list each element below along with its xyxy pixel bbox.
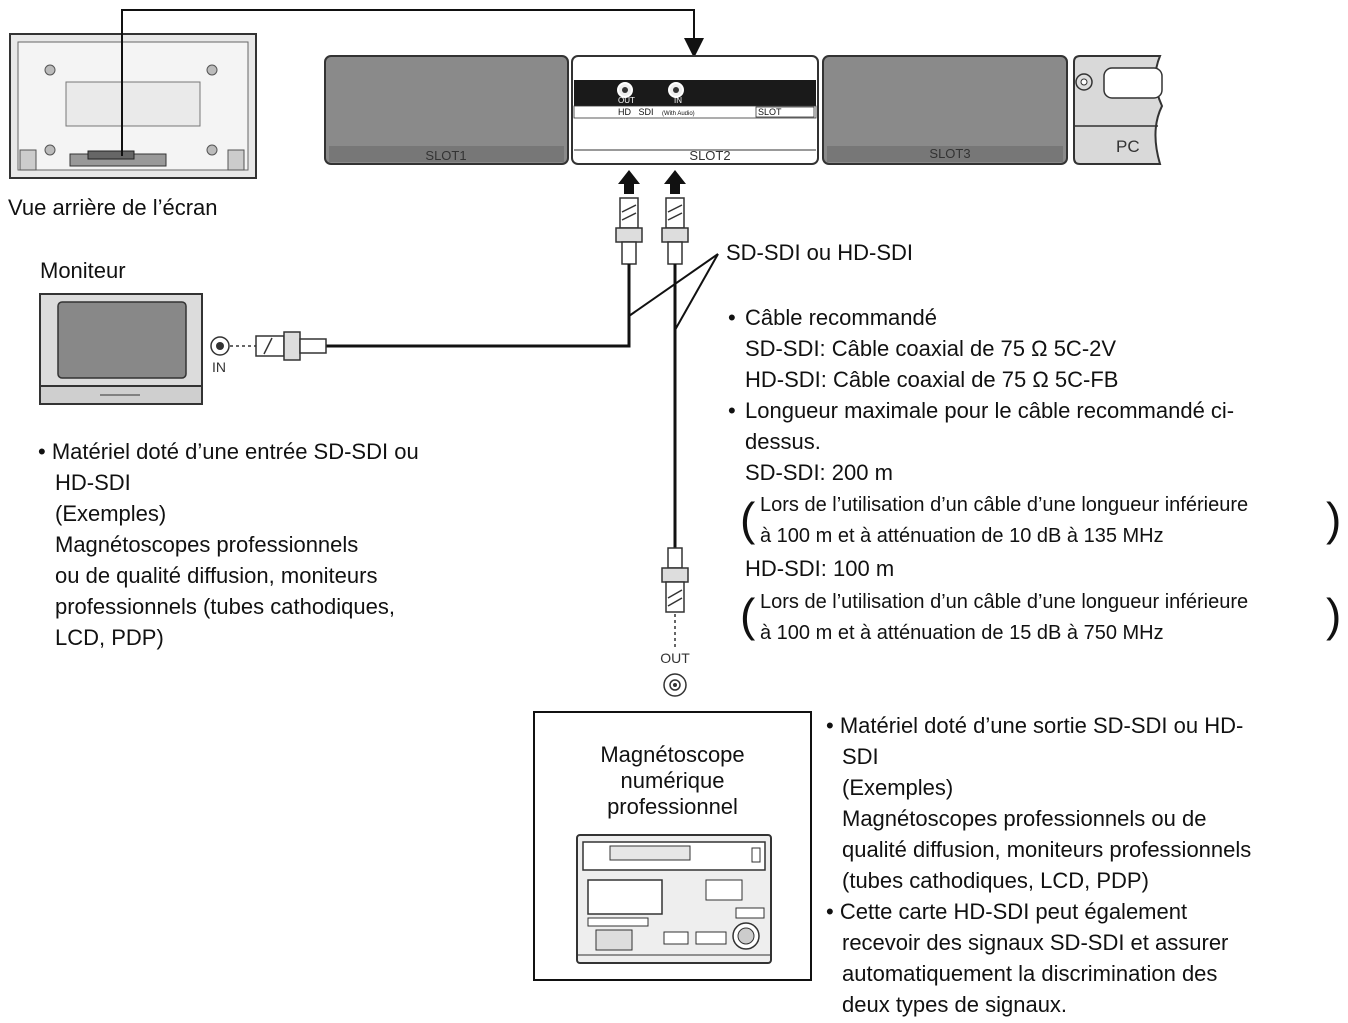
monitor-title: Moniteur <box>40 258 126 283</box>
vtr-title-line: professionnel <box>607 794 738 819</box>
monitor-note-line: Magnétoscopes professionnels <box>55 532 359 557</box>
monitor-note-line: professionnels (tubes cathodiques, <box>55 594 395 619</box>
vtr-out-label: OUT <box>660 650 690 666</box>
board-in-label: IN <box>674 96 682 105</box>
slot1-cover <box>324 55 569 165</box>
slot3-label: SLOT3 <box>929 146 970 161</box>
cable-recommendations: Câble recommandé SD-SDI: Câble coaxial d… <box>745 302 1234 488</box>
vtr-device-icon <box>576 834 772 964</box>
max-length-line2: dessus. <box>745 429 821 454</box>
hd-note-line1: Lors de l’utilisation d’un câble d’une l… <box>760 591 1249 613</box>
monitor-note-line: HD-SDI <box>55 470 131 495</box>
monitor-note-line: • Matériel doté d’une entrée SD-SDI ou <box>38 439 419 464</box>
rear-view-caption: Vue arrière de l’écran <box>8 195 218 220</box>
vtr-note-line: • Cette carte HD-SDI peut également <box>826 899 1188 924</box>
vtr-title-line: numérique <box>620 768 725 793</box>
vtr-note-line: qualité diffusion, moniteurs professionn… <box>842 837 1252 862</box>
bnc-plug-input <box>661 197 689 265</box>
hd-note: Lors de l’utilisation d’un câble d’une l… <box>760 587 1248 649</box>
board-slot-label: SLOT <box>758 107 782 117</box>
sd-note-paren-left: ( <box>740 493 756 545</box>
vtr-title-line: Magnétoscope <box>600 742 745 767</box>
cable-to-monitor <box>326 264 631 348</box>
signal-type-label: SD-SDI ou HD-SDI <box>726 240 914 265</box>
monitor-icon <box>39 293 203 405</box>
vtr-note-line: SDI <box>842 744 879 769</box>
vtr-note-line: automatiquement la discrimination des <box>842 961 1218 986</box>
vtr-note-line: Magnétoscopes professionnels ou de <box>842 806 1207 831</box>
sd-note: Lors de l’utilisation d’un câble d’une l… <box>760 490 1248 552</box>
monitor-notes: • Matériel doté d’une entrée SD-SDI ou H… <box>38 436 419 653</box>
bnc-plug-output <box>615 197 643 265</box>
vtr-notes: • Matériel doté d’une sortie SD-SDI ou H… <box>826 710 1251 1020</box>
board-with-audio-label: (With Audio) <box>662 111 695 117</box>
recommended-sd: SD-SDI: Câble coaxial de 75 Ω 5C-2V <box>745 336 1117 361</box>
display-rear-view <box>9 33 257 179</box>
hd-note-line2: à 100 m et à atténuation de 15 dB à 750 … <box>760 622 1164 644</box>
vtr-note-line: (Exemples) <box>842 775 954 800</box>
vtr-note-line: deux types de signaux. <box>842 992 1068 1017</box>
sd-note-line2: à 100 m et à atténuation de 10 dB à 135 … <box>760 525 1164 547</box>
board-hd-sdi-label: HD SDI <box>618 107 654 117</box>
slot2-label: SLOT2 <box>689 148 730 163</box>
vga-port-icon <box>1103 67 1163 99</box>
monitor-note-line: LCD, PDP) <box>55 625 164 650</box>
monitor-note-line: (Exemples) <box>55 501 167 526</box>
vtr-note-line: (tubes cathodiques, LCD, PDP) <box>842 868 1149 893</box>
sd-note-line1: Lors de l’utilisation d’un câble d’une l… <box>760 494 1249 516</box>
hd-note-paren-right: ) <box>1326 589 1342 641</box>
recommended-title: Câble recommandé <box>745 302 1234 333</box>
pc-label: PC <box>1116 137 1140 156</box>
monitor-in-connector <box>210 336 256 356</box>
slot1-label: SLOT1 <box>425 148 466 163</box>
input-arrows <box>618 170 686 194</box>
hd-note-paren-left: ( <box>740 589 756 641</box>
slot-pointer-line <box>121 9 704 156</box>
board-out-label: OUT <box>618 96 635 105</box>
sd-length: SD-SDI: 200 m <box>745 460 893 485</box>
vtr-note-line: • Matériel doté d’une sortie SD-SDI ou H… <box>826 713 1244 738</box>
slot3-cover <box>822 55 1068 165</box>
slot-panel-strip <box>324 55 1164 165</box>
bnc-plug-vtr <box>661 547 689 613</box>
vtr-title: Magnétoscope numérique professionnel <box>534 742 811 820</box>
monitor-note-line: ou de qualité diffusion, moniteurs <box>55 563 378 588</box>
bnc-plug-monitor <box>255 331 327 361</box>
monitor-in-label: IN <box>212 359 226 375</box>
recommended-hd: HD-SDI: Câble coaxial de 75 Ω 5C-FB <box>745 367 1119 392</box>
vtr-note-line: recevoir des signaux SD-SDI et assurer <box>842 930 1229 955</box>
sd-note-paren-right: ) <box>1326 493 1342 545</box>
max-length-line1: Longueur maximale pour le câble recomman… <box>745 395 1234 426</box>
hd-length: HD-SDI: 100 m <box>745 556 895 581</box>
vtr-out-connector-icon <box>663 673 687 697</box>
